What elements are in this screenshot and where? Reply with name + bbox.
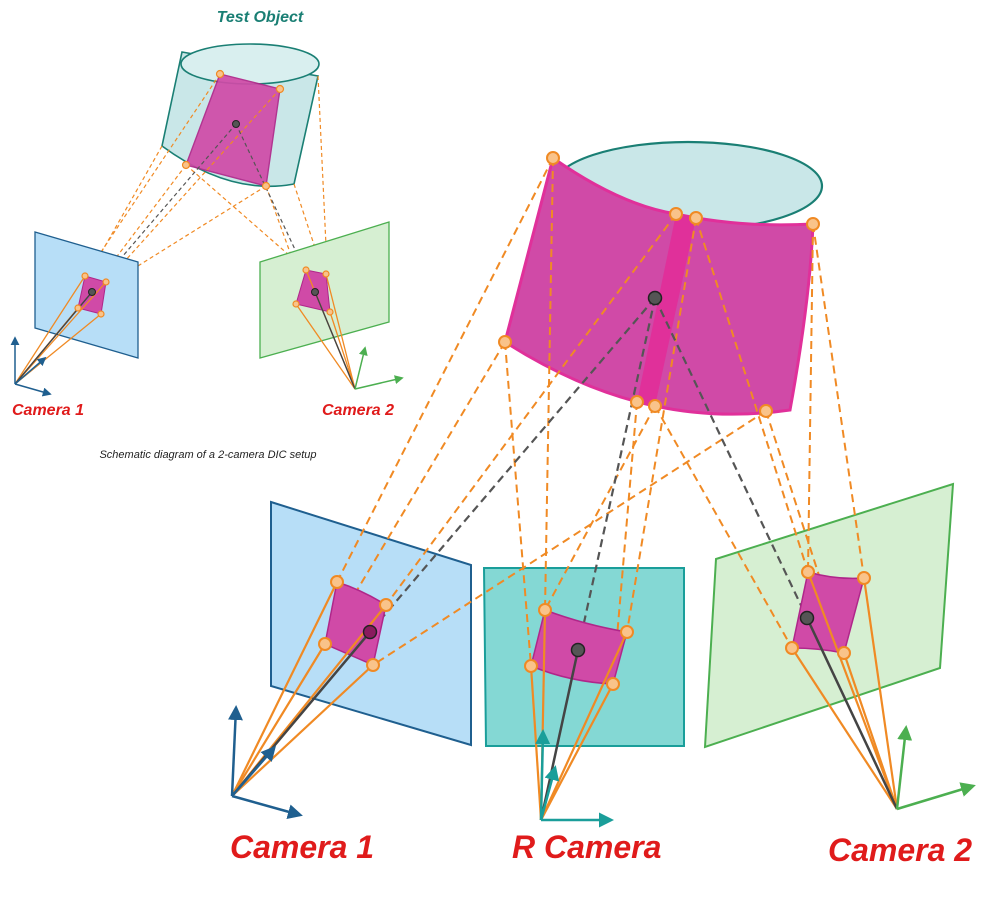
large-nodes (318, 151, 871, 691)
small-cam2-center-line (314, 291, 356, 390)
small-camera2-axes (354, 346, 404, 390)
test-object-title: Test Object (217, 9, 304, 26)
small-cam2-center-dot (311, 288, 319, 296)
small-camera2-label: Camera 2 (322, 402, 394, 419)
small-cam1-center-dot (88, 288, 96, 296)
rcamera-center-dot (570, 642, 586, 658)
camera2-label: Camera 2 (828, 832, 972, 868)
camera1-axes (227, 705, 303, 819)
camera2-axes (895, 725, 976, 811)
large-test-object (503, 140, 824, 416)
rcamera-label: R Camera (512, 829, 661, 865)
small-camera1-axes (10, 336, 52, 397)
camera1-label: Camera 1 (230, 829, 374, 865)
camera2-center-dot (799, 610, 815, 626)
diagram-caption: Schematic diagram of a 2-camera DIC setu… (99, 449, 316, 461)
camera1-center-dot (362, 624, 378, 640)
small-diagram: Test Object (10, 9, 404, 461)
rcamera-center-line (539, 649, 580, 821)
large-center-rays (369, 297, 808, 651)
small-object-center-dot (232, 120, 240, 128)
object-center-dot (647, 290, 663, 306)
small-nodes (74, 69, 334, 318)
small-camera1-label: Camera 1 (12, 402, 84, 419)
camera2-center-line (805, 617, 899, 810)
large-diagram: Camera 1 R Camera Camera 2 (227, 140, 976, 868)
rcamera-axes (535, 729, 614, 828)
